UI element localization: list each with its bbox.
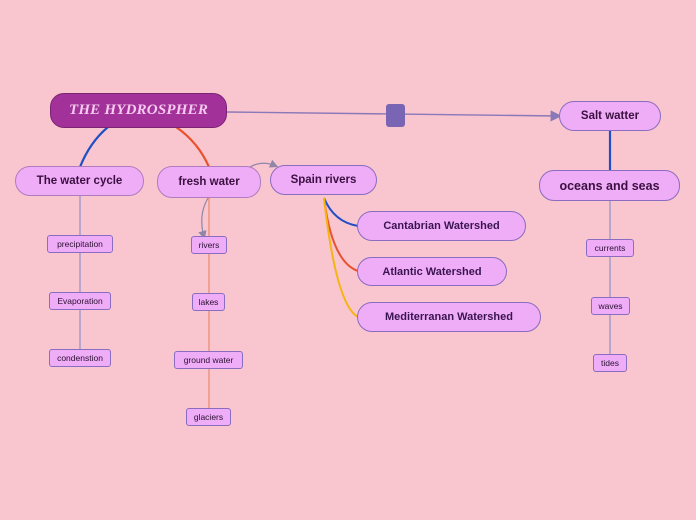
topic-oceans-and-seas-label: oceans and seas — [559, 178, 660, 193]
topic-spain-rivers[interactable]: Spain rivers — [270, 165, 377, 195]
leaf-tides[interactable]: tides — [593, 354, 627, 372]
leaf-ground-water-label: ground water — [183, 355, 234, 365]
connector-spain-to-cantabrian — [323, 197, 359, 227]
topic-fresh-water-label: fresh water — [178, 176, 240, 188]
connector-fresh-water-to-rivers — [198, 197, 209, 240]
leaf-glaciers-label: glaciers — [193, 412, 224, 422]
topic-water-cycle[interactable]: The water cycle — [15, 166, 144, 196]
leaf-lakes-label: lakes — [198, 297, 219, 307]
leaf-evaporation[interactable]: Evaporation — [49, 292, 111, 310]
subtopic-cantabrian-watershed[interactable]: Cantabrian Watershed — [357, 211, 526, 241]
connector-midpoint-handle[interactable] — [386, 104, 405, 127]
leaf-currents[interactable]: currents — [586, 239, 634, 257]
connector-root-to-fresh-water — [175, 126, 211, 168]
leaf-tides-label: tides — [601, 358, 619, 368]
topic-spain-rivers-label: Spain rivers — [290, 174, 357, 186]
subtopic-mediterranean-label: Mediterranan Watershed — [385, 311, 513, 323]
subtopic-atlantic-label: Atlantic Watershed — [382, 265, 482, 278]
leaf-currents-label: currents — [594, 243, 626, 253]
leaf-evaporation-label: Evaporation — [57, 296, 103, 306]
leaf-glaciers[interactable]: glaciers — [186, 408, 231, 426]
leaf-precipitation[interactable]: precipitation — [47, 235, 113, 253]
connector-spain-to-mediterranean — [323, 197, 359, 318]
subtopic-atlantic-watershed[interactable]: Atlantic Watershed — [357, 257, 507, 286]
leaf-waves[interactable]: waves — [591, 297, 630, 315]
topic-salt-water-label: Salt watter — [580, 110, 640, 122]
leaf-rivers[interactable]: rivers — [191, 236, 227, 254]
leaf-lakes[interactable]: lakes — [192, 293, 225, 311]
subtopic-cantabrian-label: Cantabrian Watershed — [383, 220, 500, 232]
leaf-rivers-label: rivers — [198, 240, 220, 250]
leaf-ground-water[interactable]: ground water — [174, 351, 243, 369]
leaf-precipitation-label: precipitation — [57, 239, 103, 249]
connector-fresh-water-to-spain-rivers — [249, 159, 279, 168]
root-topic[interactable]: THE HYDROSPHER — [50, 93, 227, 128]
connector-root-to-water-cycle — [78, 126, 109, 168]
topic-salt-water[interactable]: Salt watter — [559, 101, 661, 131]
leaf-waves-label: waves — [598, 301, 623, 311]
leaf-condensation[interactable]: condenstion — [49, 349, 111, 367]
subtopic-mediterranean-watershed[interactable]: Mediterranan Watershed — [357, 302, 541, 332]
root-topic-label: THE HYDROSPHER — [68, 102, 209, 118]
topic-fresh-water[interactable]: fresh water — [157, 166, 261, 198]
leaf-condensation-label: condenstion — [57, 353, 103, 363]
topic-water-cycle-label: The water cycle — [36, 175, 123, 187]
topic-oceans-and-seas[interactable]: oceans and seas — [539, 170, 680, 201]
